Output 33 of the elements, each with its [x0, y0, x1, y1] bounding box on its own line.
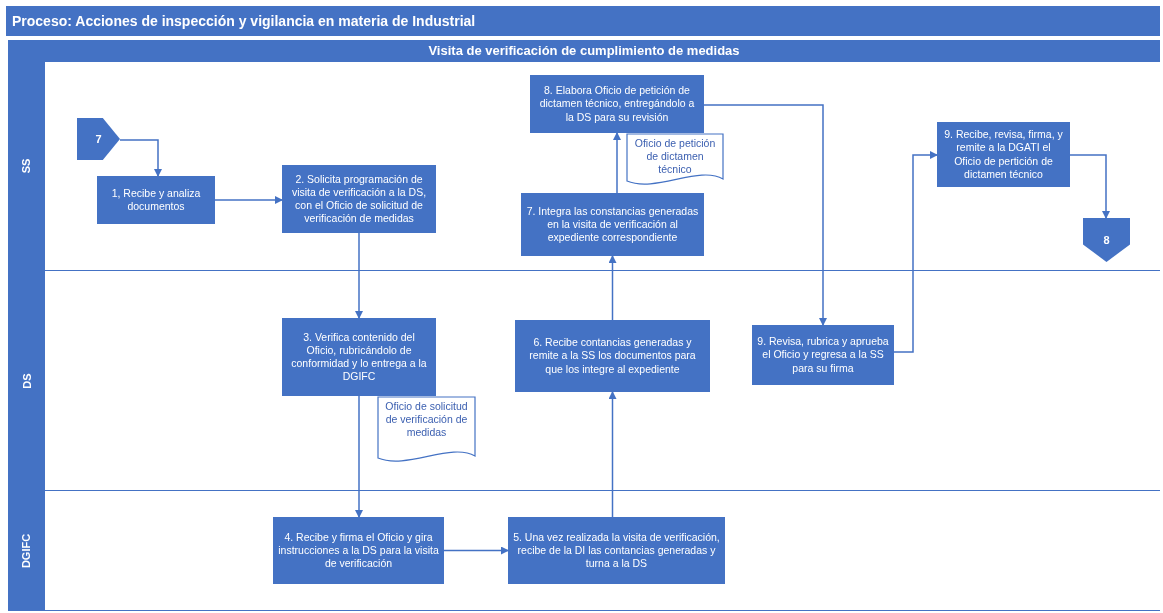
arrow: [119, 139, 162, 177]
process-box: 6. Recibe contancias generadas y remite a la SS los documentos para que los integre al expediente: [515, 320, 710, 392]
process-box: 4. Recibe y firma el Oficio y gira instrucciones a la DS para la visita de verificación: [273, 517, 444, 584]
process-box: 5. Una vez realizada la visita de verificación, recibe de la DI las contancias generadas y turna a la DS: [508, 517, 725, 584]
arrow: [355, 395, 363, 518]
process-box: 7. Integra las constancias generadas en la visita de verificación al expediente correspondiente: [521, 193, 704, 256]
off-page-connector: 7: [77, 118, 120, 160]
document-shape: Oficio de solicitud de verificación de medidas: [377, 396, 476, 464]
process-box: 1, Recibe y analiza documentos: [97, 176, 215, 224]
arrow: [613, 132, 621, 194]
process-box: 9. Revisa, rubrica y aprueba el Oficio y regresa a la SS para su firma: [752, 325, 894, 385]
process-box: 3. Verifica contenido del Oficio, rubricándolo de conformidad y lo entrega a la DGIFC: [282, 318, 436, 396]
arrow: [608, 391, 617, 518]
arrow: [355, 232, 363, 319]
swimlane: [8, 491, 1160, 611]
arrow: [703, 104, 827, 326]
title-bar: Proceso: Acciones de inspección y vigilancia en materia de Industrial: [6, 6, 1160, 36]
arrow: [1069, 154, 1110, 219]
lane-label: DS: [8, 271, 45, 490]
pool-header: Visita de verificación de cumplimiento de medidas: [427, 42, 741, 60]
arrow: [608, 255, 617, 321]
swimlane: [8, 62, 1160, 271]
process-box: 2. Solicita programación de visita de verificación a la DS, con el Oficio de solicitud de verificación de medidas: [282, 165, 436, 233]
swimlane: [8, 271, 1160, 491]
arrow: [214, 196, 283, 204]
arrow: [443, 546, 509, 555]
off-page-connector: 8: [1083, 218, 1130, 262]
arrow: [893, 151, 938, 353]
process-box: 8. Elabora Oficio de petición de dictamen técnico, entregándolo a la DS para su revisión: [530, 75, 704, 133]
document-shape: Oficio de petición de dictamen técnico: [626, 133, 724, 187]
process-box: 9. Recibe, revisa, firma, y remite a la DGATI el Oficio de pertición de dictamen técnico: [937, 122, 1070, 187]
lane-label: DGIFC: [8, 491, 45, 610]
lane-label: SS: [8, 62, 45, 270]
